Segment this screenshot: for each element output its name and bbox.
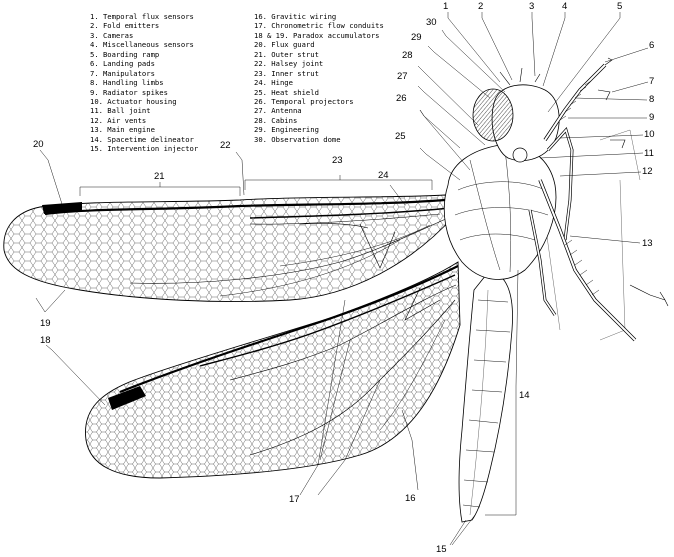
callout-14: 14 xyxy=(519,390,530,401)
flux-guard-marking xyxy=(42,202,82,214)
legend-item: 1. Temporal flux sensors xyxy=(90,12,194,21)
legend-item: 23. Inner strut xyxy=(254,68,319,78)
legend-item: 9. Radiator spikes xyxy=(90,87,168,97)
callout-29: 29 xyxy=(411,32,422,43)
legend-item: 25. Heat shield xyxy=(254,87,319,97)
callout-18: 18 xyxy=(40,335,51,346)
legend-item: 21. Outer strut xyxy=(254,49,319,59)
background-structure-line xyxy=(599,129,641,181)
callout-15: 15 xyxy=(436,544,447,555)
legend-item: 14. Spacetime delineator xyxy=(90,134,194,144)
legend-item: 16. Gravitic wiring xyxy=(254,12,337,21)
legend-item: 22. Halsey joint xyxy=(254,59,324,69)
callout-22: 22 xyxy=(220,140,231,151)
legend-item: 7. Manipulators xyxy=(90,68,155,78)
observation-dome xyxy=(472,88,514,142)
leader-lines xyxy=(35,12,649,546)
ball-joint xyxy=(512,147,528,163)
callout-4: 4 xyxy=(562,1,567,12)
legend-item: 2. Fold emitters xyxy=(90,21,160,31)
callout-23: 23 xyxy=(332,155,343,166)
callout-26: 26 xyxy=(396,93,407,104)
legend-item: 30. Observation dome xyxy=(254,134,341,144)
callout-21: 21 xyxy=(154,171,165,182)
callout-16: 16 xyxy=(405,493,416,504)
legend-item: 4. Miscellaneous sensors xyxy=(90,40,194,50)
legend-item: 24. Hinge xyxy=(254,78,293,88)
callout-10: 10 xyxy=(644,129,655,140)
callout-3: 3 xyxy=(529,1,534,12)
legend-item: 8. Handling limbs xyxy=(90,78,164,88)
legend-item: 3. Cameras xyxy=(90,30,134,40)
callout-labels: 1 2 3 4 5 6 7 8 9 10 11 12 13 14 15 16 1… xyxy=(33,1,655,555)
callout-2: 2 xyxy=(478,1,483,12)
upper-wing xyxy=(3,194,456,302)
paradox-accumulator-marking xyxy=(108,386,146,410)
legend-item: 29. Engineering xyxy=(254,125,319,135)
callout-9: 9 xyxy=(649,112,654,123)
legend-item: 27. Antenna xyxy=(254,106,302,116)
legend-item: 20. Flux guard xyxy=(254,40,315,50)
callout-13: 13 xyxy=(642,238,653,249)
legend-item: 28. Cabins xyxy=(254,115,298,125)
head xyxy=(472,67,560,163)
thorax xyxy=(443,144,557,280)
legend-left-column: 1. Temporal flux sensors 2. Fold emitter… xyxy=(90,12,198,154)
legend-item: 12. Air vents xyxy=(90,115,147,125)
legend-item: 10. Actuator housing xyxy=(90,96,177,106)
handling-limbs xyxy=(528,57,669,342)
callout-25: 25 xyxy=(395,131,406,142)
callout-30: 30 xyxy=(426,17,437,28)
abdomen xyxy=(458,269,513,523)
legend-item: 11. Ball joint xyxy=(90,106,151,116)
callout-27: 27 xyxy=(397,71,408,82)
callout-20: 20 xyxy=(33,139,44,150)
legend-item: 15. Intervention injector xyxy=(90,144,199,154)
callout-28: 28 xyxy=(402,50,413,61)
callout-6: 6 xyxy=(649,40,654,51)
callout-1: 1 xyxy=(443,1,448,12)
callout-17: 17 xyxy=(289,494,300,505)
legend-right-column: 16. Gravitic wiring 17. Chronometric flo… xyxy=(254,12,384,144)
legend-item: 6. Landing pads xyxy=(90,59,155,69)
callout-12: 12 xyxy=(642,166,653,177)
legend-item: 17. Chronometric flow conduits xyxy=(254,21,384,31)
callout-5: 5 xyxy=(617,1,622,12)
legend-item: 26. Temporal projectors xyxy=(254,96,354,106)
callout-11: 11 xyxy=(644,148,654,159)
callout-7: 7 xyxy=(649,76,654,87)
callout-19: 19 xyxy=(40,318,51,329)
legend-item: 5. Boarding ramp xyxy=(90,49,160,59)
legend-item: 13. Main engine xyxy=(90,125,155,135)
legend-item: 18 & 19. Paradox accumulators xyxy=(254,30,380,40)
callout-24: 24 xyxy=(378,170,389,181)
callout-8: 8 xyxy=(649,94,654,105)
